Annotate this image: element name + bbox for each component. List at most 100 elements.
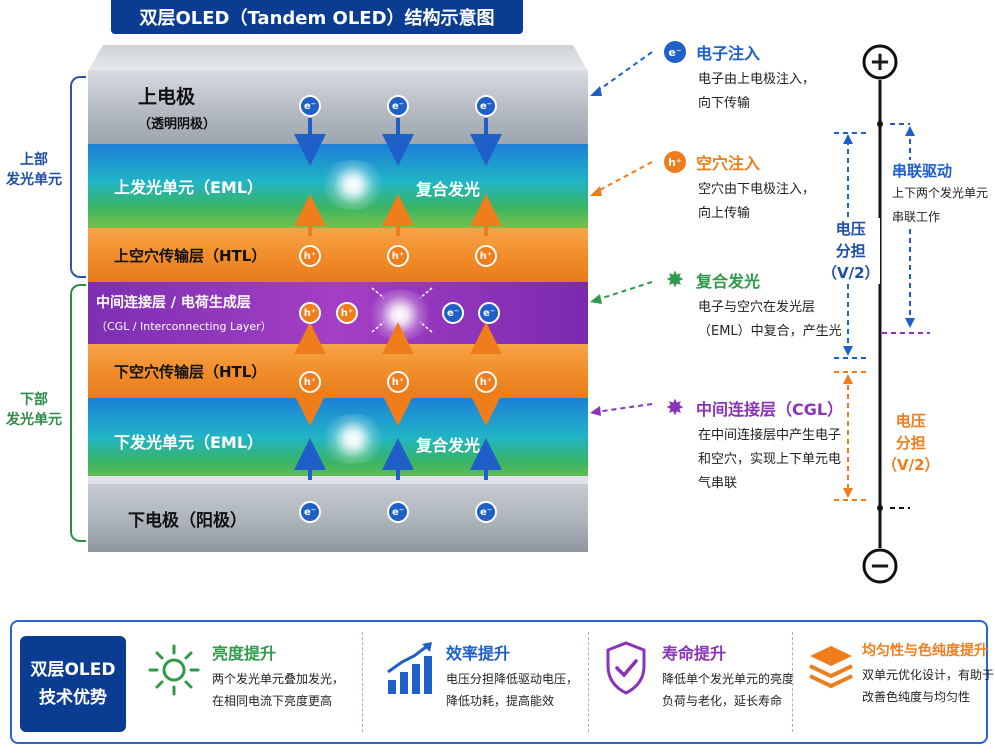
electron-badge: e⁻ bbox=[475, 95, 497, 117]
annotation-title: 复合发光 bbox=[696, 272, 761, 291]
electron-badge: e⁻ bbox=[299, 501, 321, 523]
series-drive-line: 串联工作 bbox=[892, 210, 941, 224]
lower-unit-label: 下部 发光单元 bbox=[6, 390, 62, 430]
hole-badge: h⁺ bbox=[299, 371, 321, 393]
electron-icon: e⁻ bbox=[664, 41, 686, 63]
annotation-title: 中间连接层（CGL） bbox=[696, 400, 844, 419]
electron-badge: e⁻ bbox=[387, 501, 409, 523]
bar-chart-icon bbox=[387, 642, 432, 694]
lower-unit-bracket bbox=[70, 284, 86, 542]
hole-badge: h⁺ bbox=[475, 245, 497, 267]
electron-badge: e⁻ bbox=[299, 95, 321, 117]
electron-badge: e⁻ bbox=[475, 501, 497, 523]
advantage-line: 双单元优化设计，有助于 bbox=[862, 668, 995, 682]
upper-htl-name: 上空穴传输层（HTL） bbox=[114, 246, 267, 265]
advantage-lifetime: 寿命提升 降低单个发光单元的亮度 负荷与老化，延长寿命 bbox=[662, 640, 794, 712]
annotation-line: 气串联 bbox=[698, 476, 738, 491]
bottom-electrode-layer: 下电极（阳极） bbox=[88, 484, 588, 552]
series-drive-line: 上下两个发光单元 bbox=[892, 186, 989, 200]
annotation-line: （EML）中复合，产生光 bbox=[698, 324, 842, 339]
annotation-hole-injection: h⁺ 空穴注入 空穴由下电极注入， 向上传输 bbox=[664, 150, 815, 226]
top-electrode-cap bbox=[88, 45, 588, 71]
annotation-line: 和空穴，实现上下单元电 bbox=[698, 452, 842, 467]
hole-badge: h⁺ bbox=[299, 245, 321, 267]
advantages-badge: 双层OLED 技术优势 bbox=[20, 636, 126, 732]
divider bbox=[588, 632, 589, 732]
annotation-cgl: ✸ 中间连接层（CGL） 在中间连接层中产生电子 和空穴，实现上下单元电 气串联 bbox=[664, 396, 843, 496]
upper-eml-name: 上发光单元（EML） bbox=[114, 178, 264, 197]
voltage-diagram bbox=[834, 44, 930, 584]
bottom-electrode-name: 下电极（阳极） bbox=[128, 510, 247, 531]
upper-htl-layer: 上空穴传输层（HTL） bbox=[88, 228, 588, 282]
hole-badge: h⁺ bbox=[336, 302, 358, 324]
hole-badge: h⁺ bbox=[475, 371, 497, 393]
upper-voltage-line2: 分担 bbox=[835, 242, 866, 260]
electron-badge: e⁻ bbox=[478, 302, 500, 324]
bottom-electrode-cap bbox=[88, 476, 588, 486]
upper-emission-glow bbox=[318, 160, 388, 210]
annotation-recombination: ✸ 复合发光 电子与空穴在发光层 （EML）中复合，产生光 bbox=[664, 268, 842, 344]
annotation-electron-injection: e⁻ 电子注入 电子由上电极注入， 向下传输 bbox=[664, 40, 815, 116]
hole-badge: h⁺ bbox=[387, 245, 409, 267]
annotation-pointers bbox=[590, 51, 653, 416]
divider bbox=[362, 632, 363, 732]
annotation-title: 空穴注入 bbox=[696, 154, 761, 173]
lower-htl-name: 下空穴传输层（HTL） bbox=[114, 362, 267, 381]
lower-voltage-line2: 分担 bbox=[895, 434, 926, 452]
carrier-flow-arrows bbox=[294, 118, 502, 480]
series-drive-label: 串联驱动 上下两个发光单元 串联工作 bbox=[892, 160, 989, 229]
top-electrode-layer: 上电极 （透明阴极） bbox=[88, 70, 588, 144]
top-electrode-sub: （透明阴极） bbox=[138, 117, 217, 132]
lower-eml-name: 下发光单元（EML） bbox=[114, 433, 264, 452]
annotation-title: 电子注入 bbox=[696, 44, 761, 63]
layers-icon bbox=[809, 646, 853, 689]
advantage-line: 改善色纯度与均匀性 bbox=[862, 690, 971, 704]
burst-icon: ✸ bbox=[665, 267, 685, 293]
advantage-line: 降低单个发光单元的亮度 bbox=[662, 672, 795, 686]
burst-icon: ✸ bbox=[665, 395, 685, 421]
upper-unit-label-line1: 上部 bbox=[20, 152, 48, 168]
cgl-name: 中间连接层 / 电荷生成层 bbox=[96, 295, 251, 311]
advantage-line: 在相同电流下亮度更高 bbox=[212, 694, 333, 708]
lower-voltage-line1: 电压 bbox=[895, 412, 926, 430]
plus-terminal-icon: + bbox=[869, 47, 891, 77]
upper-eml-note: 复合发光 bbox=[416, 180, 481, 199]
advantages-badge-line1: 双层OLED bbox=[30, 660, 116, 680]
upper-voltage-line3: （V/2） bbox=[822, 264, 880, 282]
upper-unit-label-line2: 发光单元 bbox=[6, 172, 62, 188]
upper-voltage-line1: 电压 bbox=[835, 220, 866, 238]
lower-eml-note: 复合发光 bbox=[416, 436, 481, 455]
advantage-line: 两个发光单元叠加发光， bbox=[212, 672, 345, 686]
electron-badge: e⁻ bbox=[442, 302, 464, 324]
annotation-line: 向下传输 bbox=[698, 96, 751, 111]
divider bbox=[792, 632, 793, 732]
advantage-uniformity: 均匀性与色纯度提升 双单元优化设计，有助于 改善色纯度与均匀性 bbox=[862, 640, 994, 708]
hole-badge: h⁺ bbox=[387, 371, 409, 393]
lower-voltage-line3: （V/2） bbox=[882, 456, 940, 474]
lower-voltage-split-label: 电压 分担 （V/2） bbox=[882, 410, 940, 476]
annotation-line: 电子由上电极注入， bbox=[698, 72, 816, 87]
advantage-title: 寿命提升 bbox=[662, 644, 727, 663]
sun-icon bbox=[148, 644, 200, 696]
lower-unit-label-line1: 下部 bbox=[20, 392, 48, 408]
electron-badge: e⁻ bbox=[387, 95, 409, 117]
annotation-line: 向上传输 bbox=[698, 206, 751, 221]
hole-badge: h⁺ bbox=[299, 302, 321, 324]
annotation-line: 在中间连接层中产生电子 bbox=[698, 428, 842, 443]
diagram-title: 双层OLED（Tandem OLED）结构示意图 bbox=[111, 0, 523, 34]
advantage-title: 亮度提升 bbox=[212, 644, 277, 663]
annotation-line: 电子与空穴在发光层 bbox=[698, 300, 816, 315]
advantage-title: 效率提升 bbox=[446, 644, 511, 663]
lower-unit-label-line2: 发光单元 bbox=[6, 412, 62, 428]
advantage-brightness: 亮度提升 两个发光单元叠加发光， 在相同电流下亮度更高 bbox=[212, 640, 344, 712]
advantage-line: 降低功耗，提高能效 bbox=[446, 694, 555, 708]
advantage-title: 均匀性与色纯度提升 bbox=[862, 643, 988, 659]
lower-emission-glow bbox=[318, 414, 388, 464]
minus-terminal-icon: − bbox=[869, 551, 891, 581]
shield-check-icon bbox=[606, 641, 646, 695]
series-drive-title: 串联驱动 bbox=[892, 162, 953, 180]
top-electrode-name: 上电极 bbox=[138, 86, 196, 108]
annotation-line: 空穴由下电极注入， bbox=[698, 182, 816, 197]
hole-icon: h⁺ bbox=[664, 151, 686, 173]
upper-unit-bracket bbox=[70, 76, 86, 278]
